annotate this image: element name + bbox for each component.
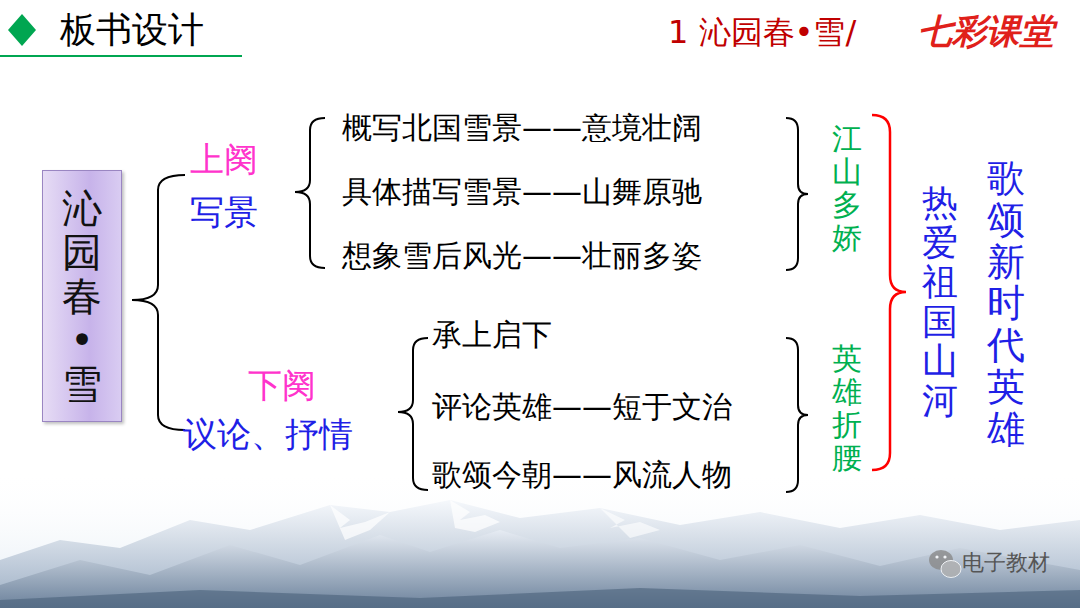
- theme-text: 歌颂新时代英雄: [987, 158, 1025, 451]
- node-title: 沁园春•雪: [62, 186, 102, 406]
- summary-text: 江山多娇: [832, 122, 862, 254]
- brace: [786, 118, 808, 270]
- header-rule: [0, 55, 242, 57]
- brace: [132, 175, 185, 430]
- slide-title: 板书设计: [60, 9, 204, 50]
- point-text: 评论英雄——短于文治: [432, 390, 732, 425]
- brace: [872, 115, 906, 470]
- section-name: 上阕: [190, 140, 258, 179]
- point-text: 承上启下: [432, 318, 552, 353]
- point-text: 想象雪后风光——壮丽多姿: [342, 239, 702, 274]
- section-topic: 写景: [190, 193, 258, 232]
- header-lesson: 1 沁园春•雪/: [668, 14, 856, 51]
- header-diamond: [8, 14, 36, 46]
- summary-text: 英雄折腰: [832, 342, 862, 474]
- title-box: 沁园春•雪: [42, 170, 122, 422]
- section-name: 下阕: [248, 366, 316, 405]
- wechat-icon: [929, 550, 961, 578]
- logo-text: 七彩课堂: [918, 12, 1054, 51]
- watermark: 电子教材: [962, 550, 1050, 575]
- point-text: 具体描写雪景——山舞原驰: [342, 175, 702, 210]
- point-text: 歌颂今朝——风流人物: [432, 458, 732, 493]
- section-topic: 议论、抒情: [183, 415, 353, 454]
- brace: [786, 338, 808, 492]
- brace: [295, 118, 325, 268]
- theme-text: 热爱祖国山河: [922, 183, 958, 421]
- brace: [398, 338, 428, 490]
- point-text: 概写北国雪景——意境壮阔: [342, 111, 702, 146]
